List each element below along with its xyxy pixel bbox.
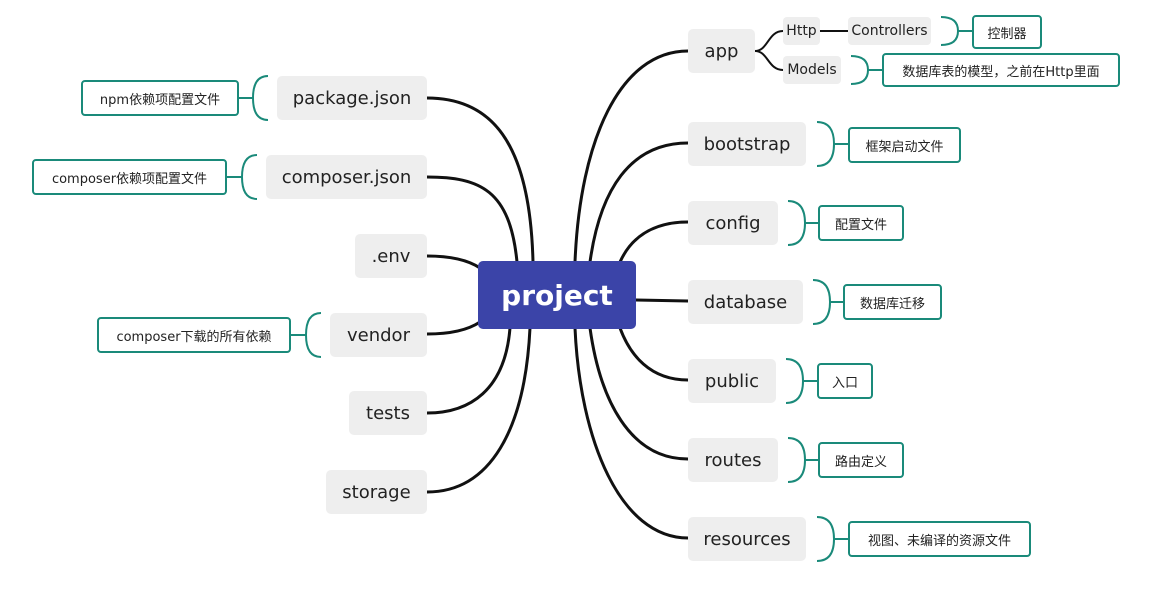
node-controllers[interactable]: Controllers bbox=[848, 17, 931, 45]
note-models: 数据库表的模型，之前在Http里面 bbox=[882, 53, 1120, 87]
root-node[interactable]: project bbox=[478, 261, 636, 329]
node-storage[interactable]: storage bbox=[326, 470, 427, 514]
bracket-controllers-note bbox=[940, 16, 972, 46]
link-storage bbox=[425, 326, 532, 494]
bracket-vendor-note bbox=[291, 312, 322, 358]
link-composer-json bbox=[425, 175, 519, 264]
node-tests[interactable]: tests bbox=[349, 391, 427, 435]
link-app bbox=[573, 49, 690, 264]
link-vendor bbox=[425, 320, 482, 336]
bracket-composer-json-note bbox=[227, 154, 258, 200]
note-composer-json: composer依赖项配置文件 bbox=[32, 159, 227, 195]
node-http[interactable]: Http bbox=[783, 17, 820, 45]
link-config bbox=[618, 220, 690, 264]
note-public: 入口 bbox=[817, 363, 873, 399]
bracket-database-note bbox=[812, 279, 843, 325]
note-vendor: composer下载的所有依赖 bbox=[97, 317, 291, 353]
link-resources bbox=[573, 326, 690, 540]
note-resources: 视图、未编译的资源文件 bbox=[848, 521, 1031, 557]
node-bootstrap[interactable]: bootstrap bbox=[688, 122, 806, 166]
note-config: 配置文件 bbox=[818, 205, 904, 241]
node-app[interactable]: app bbox=[688, 29, 755, 73]
note-controllers: 控制器 bbox=[972, 15, 1042, 49]
link-env bbox=[425, 254, 482, 270]
node-package-json[interactable]: package.json bbox=[277, 76, 427, 120]
note-database: 数据库迁移 bbox=[843, 284, 942, 320]
bracket-resources-note bbox=[816, 516, 848, 562]
node-composer-json[interactable]: composer.json bbox=[266, 155, 427, 199]
note-bootstrap: 框架启动文件 bbox=[848, 127, 961, 163]
bracket-bootstrap-note bbox=[816, 121, 848, 167]
node-env[interactable]: .env bbox=[355, 234, 427, 278]
node-routes[interactable]: routes bbox=[688, 438, 778, 482]
link-routes bbox=[588, 326, 690, 461]
bracket-models-note bbox=[850, 55, 882, 85]
note-routes: 路由定义 bbox=[818, 442, 904, 478]
node-vendor[interactable]: vendor bbox=[330, 313, 427, 357]
node-config[interactable]: config bbox=[688, 201, 778, 245]
bracket-package-json-note bbox=[239, 75, 269, 121]
link-tests bbox=[425, 326, 512, 415]
node-database[interactable]: database bbox=[688, 280, 803, 324]
link-package-json bbox=[425, 96, 535, 264]
link-bootstrap bbox=[588, 141, 690, 264]
bracket-routes-note bbox=[787, 437, 818, 483]
node-models[interactable]: Models bbox=[783, 56, 841, 84]
link-public bbox=[618, 326, 690, 382]
bracket-config-note bbox=[787, 200, 818, 246]
node-resources[interactable]: resources bbox=[688, 517, 806, 561]
link-database bbox=[634, 298, 690, 303]
note-package-json: npm依赖项配置文件 bbox=[81, 80, 239, 116]
node-public[interactable]: public bbox=[688, 359, 776, 403]
link-app-http bbox=[754, 30, 784, 52]
link-app-models bbox=[754, 50, 784, 71]
bracket-public-note bbox=[785, 358, 817, 404]
